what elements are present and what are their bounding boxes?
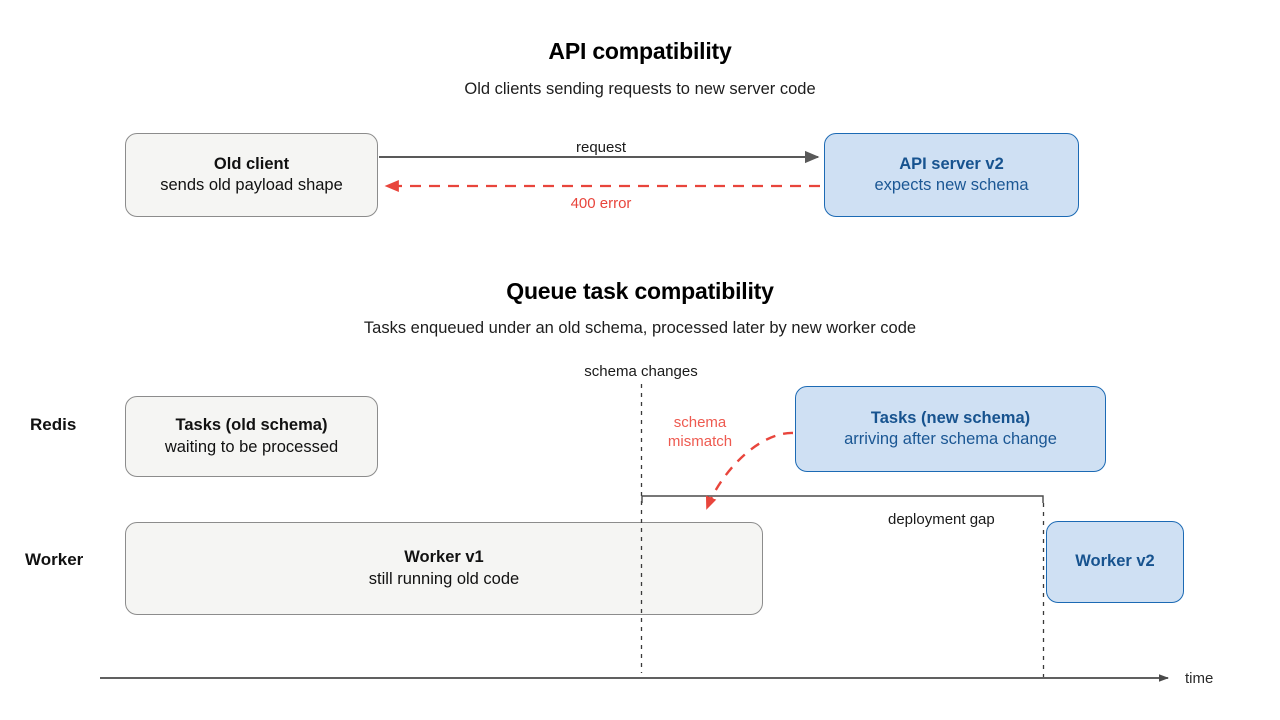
node-worker-v2-title: Worker v2: [1075, 552, 1155, 571]
edge-label-400-error: 400 error: [570, 195, 632, 212]
row-label-worker: Worker: [25, 550, 84, 569]
node-api-server-v2[interactable]: API server v2 expects new schema: [824, 133, 1079, 217]
queue-task-compatibility-subtitle: Tasks enqueued under an old schema, proc…: [363, 319, 917, 337]
annotation-schema-mismatch-line1: schema: [673, 414, 727, 431]
marker-label-schema-changes: schema changes: [584, 363, 698, 380]
api-compatibility-subtitle: Old clients sending requests to new serv…: [464, 80, 816, 98]
node-worker-v2[interactable]: Worker v2: [1046, 521, 1184, 603]
node-worker-v1-title: Worker v1: [404, 548, 484, 567]
node-worker-v1-detail: still running old code: [368, 569, 520, 588]
node-api-server-v2-title: API server v2: [899, 154, 1004, 173]
node-tasks-old-schema[interactable]: Tasks (old schema) waiting to be process…: [125, 396, 378, 477]
queue-task-compatibility-title: Queue task compatibility: [506, 278, 774, 304]
node-tasks-new-schema-detail: arriving after schema change: [844, 430, 1057, 448]
node-tasks-old-schema-detail: waiting to be processed: [164, 437, 339, 456]
node-tasks-old-schema-title: Tasks (old schema): [175, 416, 328, 435]
edge-label-request: request: [575, 139, 627, 156]
axis-label-time: time: [1185, 670, 1214, 687]
node-old-client-detail: sends old payload shape: [160, 176, 343, 194]
node-old-client-title: Old client: [213, 154, 290, 173]
annotation-schema-mismatch-line2: mismatch: [667, 432, 733, 450]
node-api-server-v2-detail: expects new schema: [874, 176, 1029, 194]
row-label-redis: Redis: [30, 415, 77, 434]
node-worker-v1[interactable]: Worker v1 still running old code: [125, 522, 763, 615]
marker-label-deployment-gap: deployment gap: [888, 511, 995, 528]
annotation-schema-mismatch: schema mismatch: [661, 414, 739, 451]
node-tasks-new-schema[interactable]: Tasks (new schema) arriving after schema…: [795, 386, 1106, 472]
api-compatibility-title: API compatibility: [548, 38, 732, 64]
node-tasks-new-schema-title: Tasks (new schema): [870, 408, 1031, 427]
deployment-gap-bracket: [641, 495, 1044, 503]
node-old-client[interactable]: Old client sends old payload shape: [125, 133, 378, 217]
